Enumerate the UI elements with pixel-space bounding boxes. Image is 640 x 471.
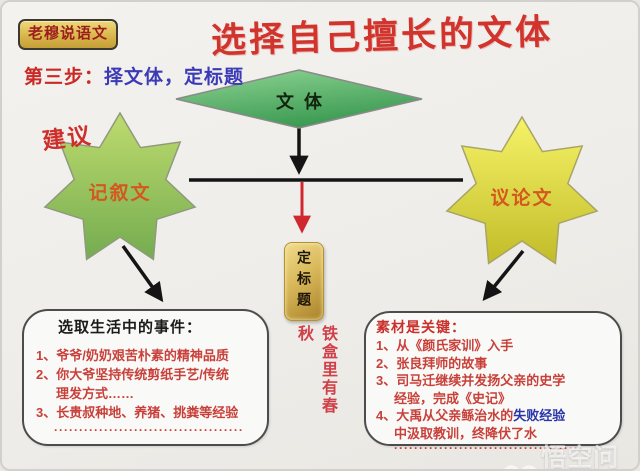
argumentative-star-shape	[445, 115, 599, 265]
page-title: 选择自己擅长的文体	[210, 12, 554, 61]
connector-to-right-box	[482, 249, 525, 301]
set-title-box: 定标题	[284, 242, 324, 321]
wukong-glasses-icon	[504, 465, 536, 469]
example-title-note: 铁盒里有春秋	[295, 325, 336, 415]
suggestion-label: 建议	[40, 122, 94, 154]
materials-box: 素材是关键： 1、从《颜氏家训》入手 2、张良拜师的故事 3、司马迁继续并发扬父…	[364, 311, 622, 454]
step-text: 择文体，定标题	[104, 67, 245, 88]
life-events-item-2: 2、你大爷坚持传统剪纸手艺/传统	[36, 367, 229, 382]
connector-to-left-box	[121, 244, 164, 303]
life-events-item-2-cont: 理发方式……	[56, 386, 135, 401]
life-events-ellipsis: ······································	[54, 423, 244, 437]
life-events-title: 选取生活中的事件：	[58, 319, 203, 336]
argumentative-star-label: 议论文	[490, 188, 554, 209]
genre-diamond-shape	[175, 69, 423, 129]
materials-item-4-red: 4、大禹从父亲鲧治水的	[376, 408, 514, 423]
narrative-star-shape	[43, 111, 197, 261]
brand-badge: 老穆说语文	[18, 19, 118, 50]
genre-diamond-label: 文体	[276, 92, 332, 112]
set-title-box-label: 定标题	[296, 250, 312, 313]
materials-item-3: 3、司马迁继续并发扬父亲的史学	[376, 373, 566, 388]
brand-badge-label: 老穆说语文	[27, 25, 108, 42]
life-events-box: 选取生活中的事件： 1、爷爷/奶奶艰苦朴素的精神品质 2、你大爷坚持传统剪纸手艺…	[22, 309, 269, 446]
materials-item-4-blue: 失败经验	[513, 408, 566, 423]
materials-item-1: 1、从《颜氏家训》入手	[376, 338, 514, 353]
materials-title: 素材是关键：	[376, 319, 466, 335]
watermark: 悟空问答	[502, 438, 638, 471]
materials-item-2: 2、张良拜师的故事	[376, 355, 488, 371]
step-number: 第三步：	[24, 67, 105, 88]
life-events-item-3: 3、长贵叔种地、养猪、挑粪等经验	[36, 405, 239, 420]
materials-item-4-cont: 中汲取教训，终降伏了水	[394, 425, 538, 441]
life-events-item-1: 1、爷爷/奶奶艰苦朴素的精神品质	[36, 348, 229, 363]
narrative-star-label: 记叙文	[88, 183, 152, 204]
watermark-text: 悟空问答	[541, 444, 620, 471]
materials-ellipsis: ······································	[394, 441, 584, 455]
materials-item-3-cont: 经验，完成《史记》	[394, 390, 512, 406]
materials-item-4: 4、大禹从父亲鲧治水的失败经验	[376, 407, 612, 425]
step-heading: 第三步：择文体，定标题	[24, 62, 244, 89]
